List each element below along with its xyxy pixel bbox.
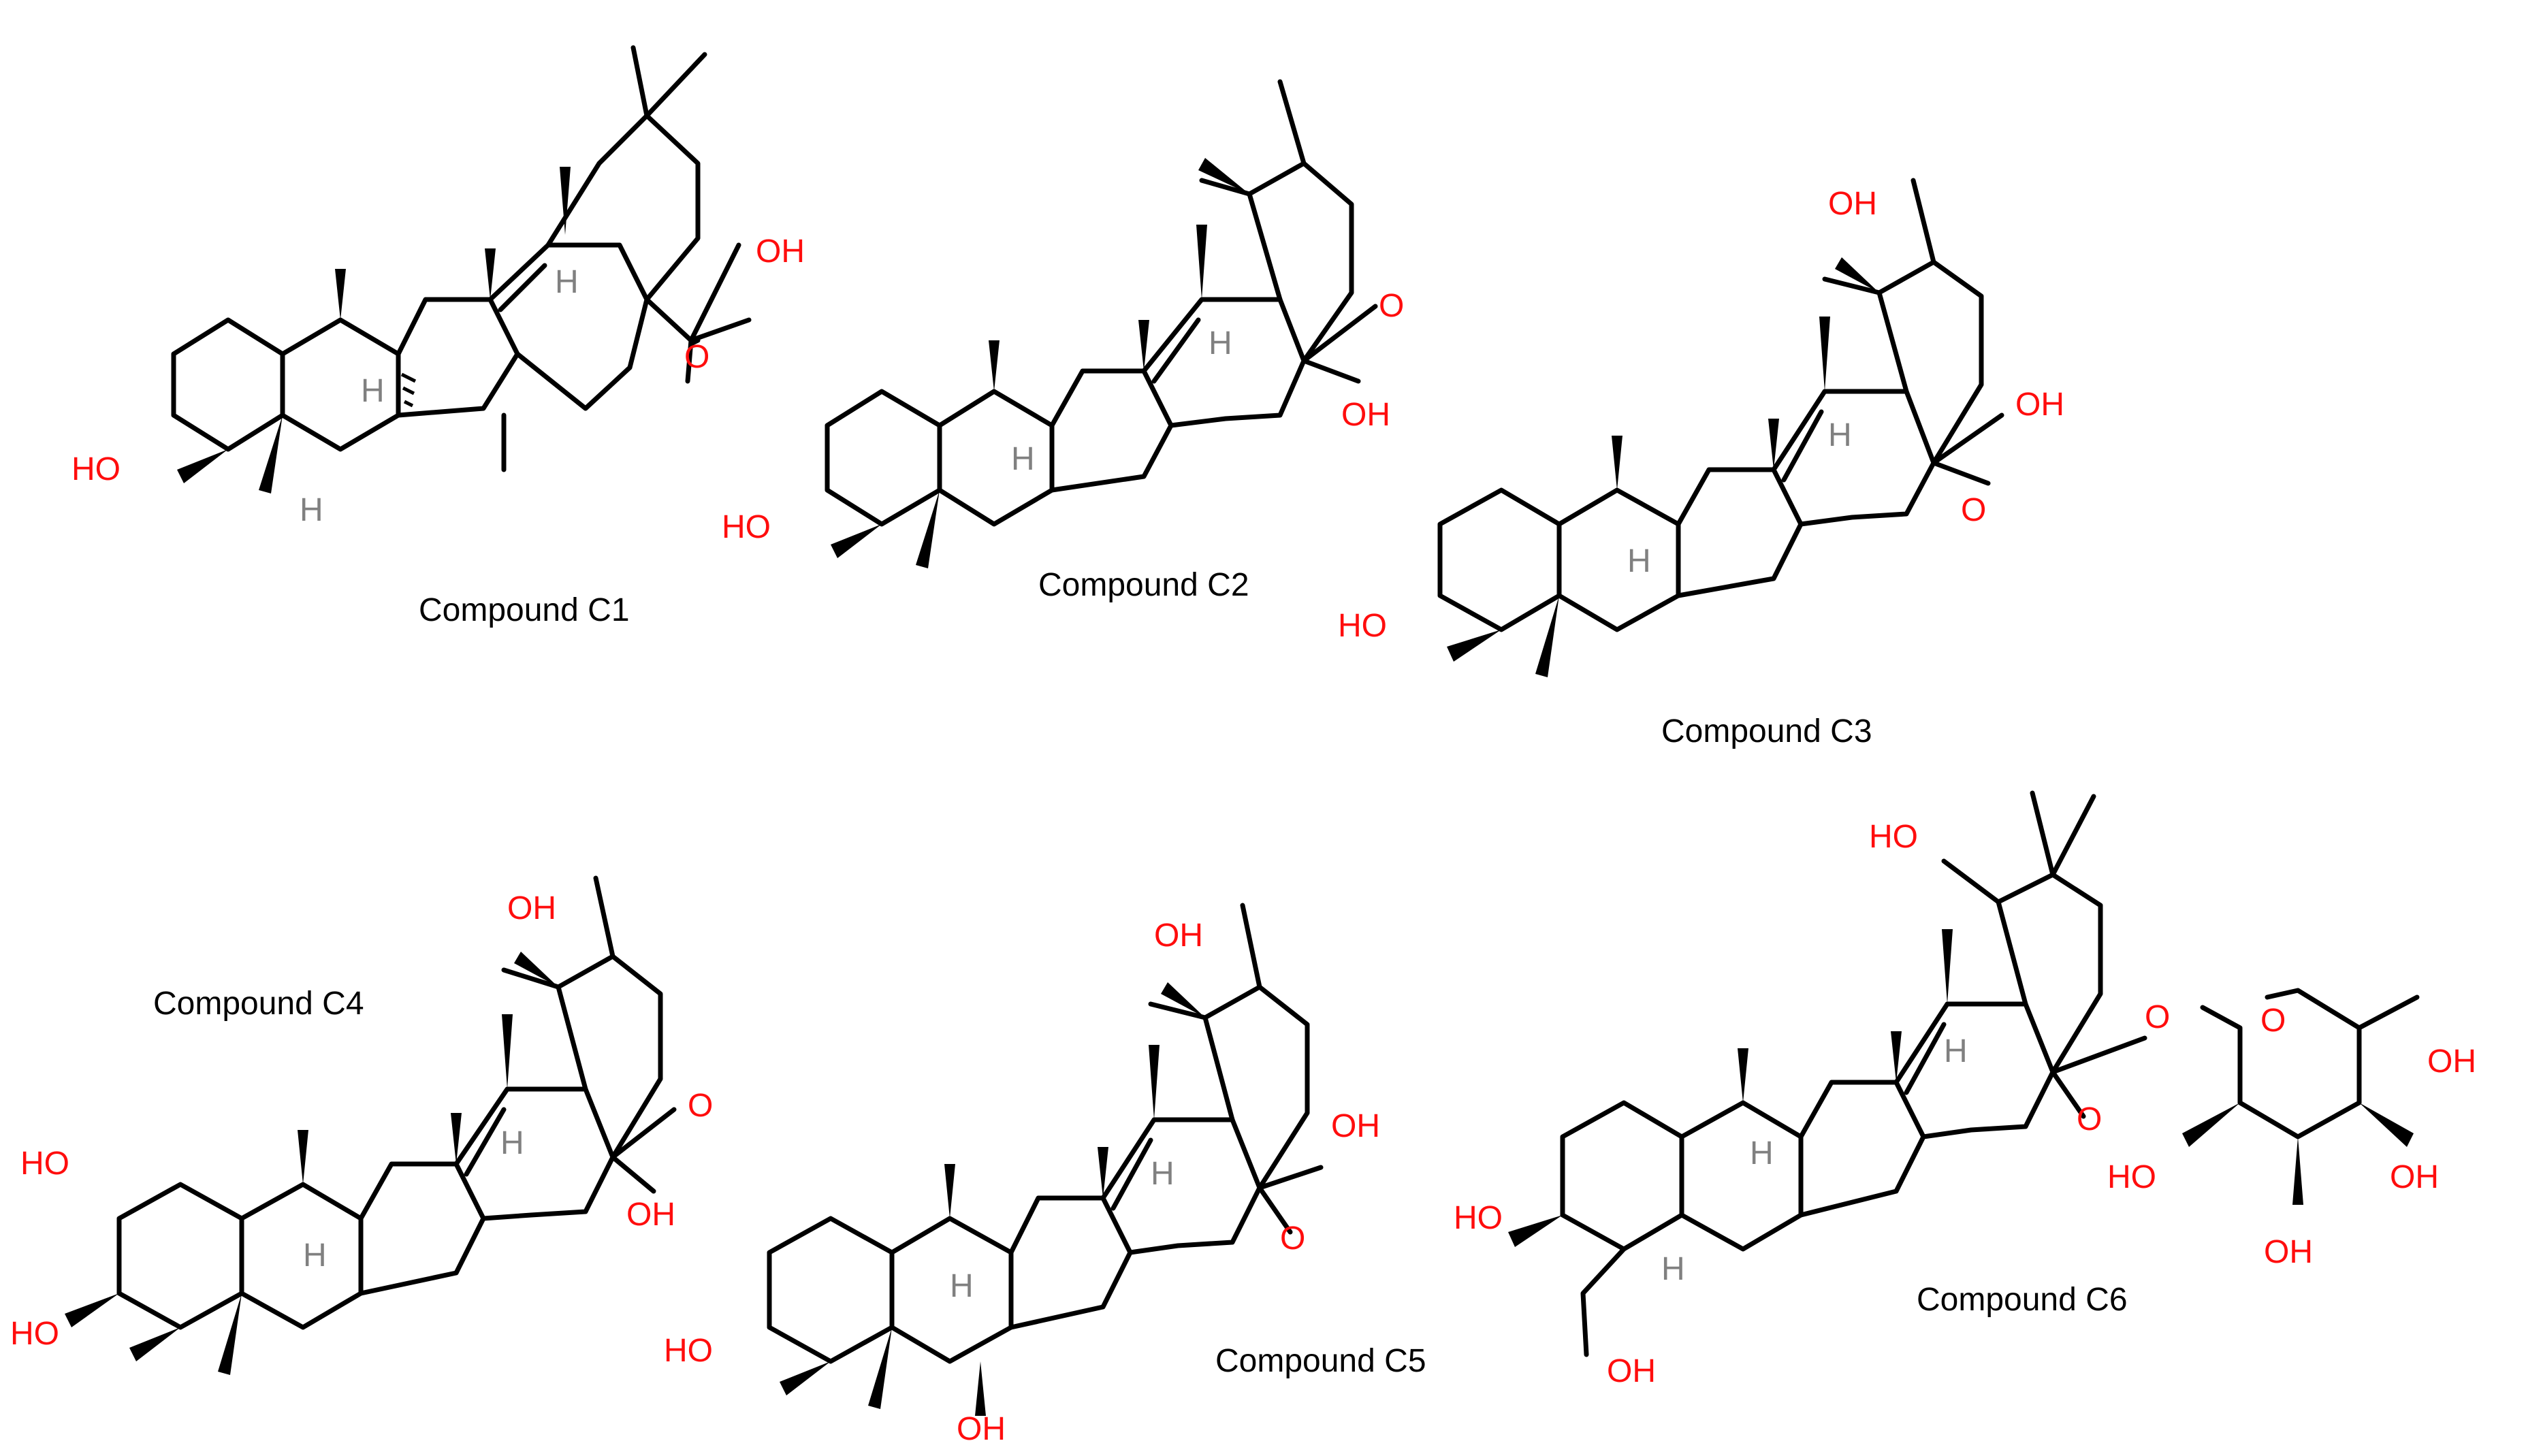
c4-h18: H bbox=[500, 1125, 524, 1161]
c1-c3-hydroxyl: HO bbox=[71, 451, 121, 487]
c4-c3-hydroxyl: HO bbox=[10, 1316, 59, 1352]
c1-carbonyl-o: O bbox=[684, 339, 709, 375]
c2-caption: Compound C2 bbox=[1038, 567, 1249, 603]
c4-c2-hydroxyl: HO bbox=[20, 1146, 69, 1182]
c6-ester-oxygen: O bbox=[2145, 999, 2170, 1035]
compound-c2-structure bbox=[825, 79, 1378, 568]
c5-c19-hydroxyl: OH bbox=[1154, 918, 1203, 954]
c4-h9: H bbox=[303, 1237, 327, 1274]
c6-c23-hydroxyl: OH bbox=[1607, 1353, 1656, 1389]
c6-ring-oxygen: O bbox=[2260, 1003, 2286, 1039]
c6-sugar-oh2: HO bbox=[2107, 1159, 2156, 1195]
c6-h18: H bbox=[1944, 1033, 1968, 1069]
c4-carbonyl-o: O bbox=[688, 1088, 713, 1124]
c4-carboxyl-oh: OH bbox=[626, 1197, 675, 1233]
c1-carboxyl-oh: OH bbox=[756, 233, 805, 270]
c1-h5: H bbox=[300, 492, 323, 528]
c5-h18: H bbox=[1151, 1156, 1174, 1192]
c6-c19-hydroxyl: HO bbox=[1869, 819, 1918, 855]
c6-h5: H bbox=[1661, 1251, 1685, 1287]
c3-carbonyl-o: O bbox=[1961, 492, 1986, 528]
compound-c5-structure bbox=[767, 903, 1324, 1416]
c2-h9: H bbox=[1011, 441, 1035, 477]
c1-caption: Compound C1 bbox=[419, 592, 630, 628]
c3-carboxyl-oh: OH bbox=[2015, 387, 2064, 423]
compound-c6-structure bbox=[1508, 790, 2420, 1357]
c2-c3-hydroxyl: HO bbox=[722, 509, 771, 545]
c4-c19-hydroxyl: OH bbox=[507, 890, 556, 926]
c6-carbonyl-o: O bbox=[2077, 1101, 2102, 1137]
compound-c3-structure bbox=[1437, 178, 2004, 677]
c5-c3-hydroxyl: HO bbox=[664, 1333, 713, 1369]
c6-h9: H bbox=[1750, 1135, 1774, 1171]
compound-c1-structure bbox=[171, 45, 752, 494]
c2-h18: H bbox=[1209, 325, 1232, 361]
c5-carbonyl-o: O bbox=[1280, 1220, 1305, 1257]
compound-c4-structure bbox=[65, 875, 677, 1375]
c6-sugar-oh3: OH bbox=[2264, 1234, 2313, 1270]
c6-sugar-oh4: OH bbox=[2390, 1159, 2439, 1195]
c4-caption: Compound C4 bbox=[153, 986, 364, 1022]
c5-caption: Compound C5 bbox=[1215, 1343, 1426, 1379]
c5-carboxyl-oh: OH bbox=[1331, 1108, 1380, 1144]
c1-h18: H bbox=[555, 264, 579, 300]
c2-carboxyl-oh: OH bbox=[1341, 397, 1390, 433]
c3-c19-hydroxyl: OH bbox=[1828, 186, 1877, 222]
c6-c3-hydroxyl: HO bbox=[1454, 1200, 1503, 1236]
c2-carbonyl-o: O bbox=[1379, 288, 1404, 324]
c6-caption: Compound C6 bbox=[1917, 1282, 2128, 1318]
c1-h9: H bbox=[361, 373, 385, 409]
c5-c6-hydroxyl: OH bbox=[957, 1411, 1006, 1447]
c3-c3-hydroxyl: HO bbox=[1338, 608, 1387, 644]
c5-h9: H bbox=[950, 1268, 974, 1304]
c3-h18: H bbox=[1828, 417, 1852, 453]
c3-h9: H bbox=[1627, 543, 1651, 579]
c6-sugar-ch2oh: OH bbox=[2427, 1044, 2476, 1080]
c3-caption: Compound C3 bbox=[1661, 713, 1872, 749]
